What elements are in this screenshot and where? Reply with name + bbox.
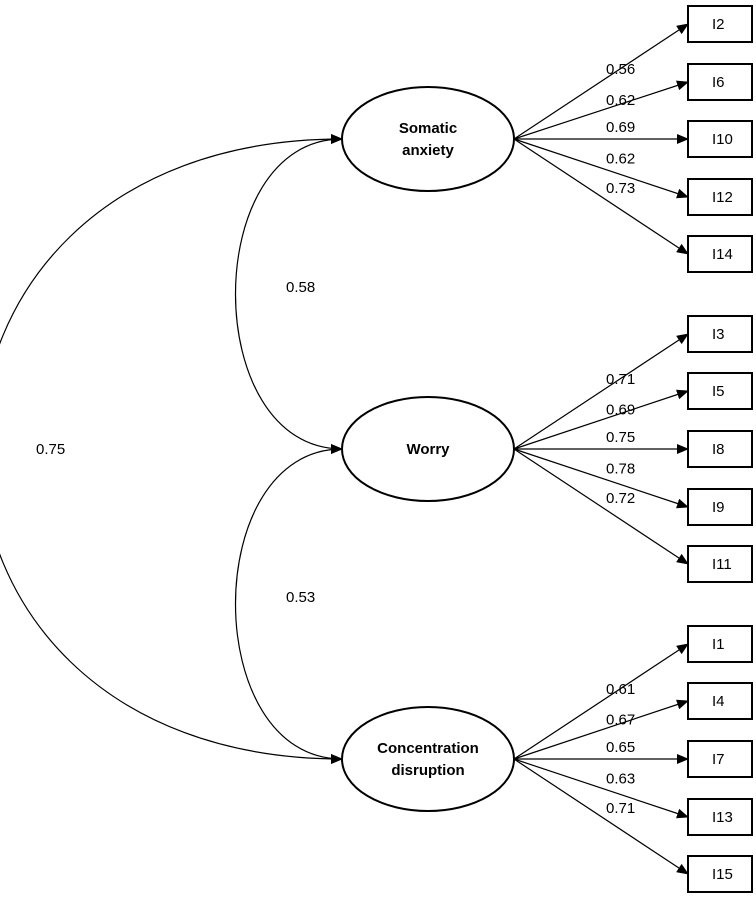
correlation-value-somatic-concentration: 0.75	[36, 441, 65, 458]
item-box-I8	[687, 430, 753, 468]
item-label-I11: I11	[712, 556, 732, 573]
factor-label-concentration: disruption	[391, 762, 464, 779]
loading-arrow-I4	[513, 699, 689, 760]
loading-arrow-I6	[513, 80, 689, 140]
factor-label-somatic: Somatic	[399, 120, 457, 137]
item-box-I13	[687, 798, 753, 836]
loading-value-I13: 0.63	[606, 771, 635, 788]
item-label-I10: I10	[712, 131, 733, 148]
factor-label-worry: Worry	[406, 441, 450, 458]
item-label-I12: I12	[712, 189, 733, 206]
item-label-I13: I13	[712, 809, 733, 826]
item-box-I1	[687, 625, 753, 663]
item-box-I2	[687, 5, 753, 43]
correlation-value-somatic-worry: 0.58	[286, 279, 315, 296]
loading-arrow-I13	[513, 758, 689, 819]
loading-value-I11: 0.72	[606, 490, 635, 507]
loading-value-I15: 0.71	[606, 800, 635, 817]
loading-value-I12: 0.62	[606, 151, 635, 168]
loading-value-I8: 0.75	[606, 429, 635, 446]
correlation-somatic-concentration	[0, 134, 343, 764]
item-box-I4	[687, 682, 753, 720]
item-label-I4: I4	[712, 693, 725, 710]
loading-arrow-I9	[513, 448, 689, 509]
loading-arrow-I11	[513, 448, 689, 565]
factor-label-somatic: anxiety	[402, 142, 454, 159]
factor-somatic	[341, 86, 515, 192]
item-label-I6: I6	[712, 74, 725, 91]
loading-value-I10: 0.69	[606, 119, 635, 136]
item-label-I9: I9	[712, 499, 725, 516]
loading-value-I4: 0.67	[606, 711, 635, 728]
item-label-I5: I5	[712, 383, 725, 400]
factor-worry	[341, 396, 515, 502]
correlation-value-worry-concentration: 0.53	[286, 589, 315, 606]
loading-value-I7: 0.65	[606, 739, 635, 756]
loading-arrow-I12	[513, 138, 689, 199]
item-box-I5	[687, 372, 753, 410]
loading-arrow-I5	[513, 389, 689, 450]
item-label-I3: I3	[712, 326, 725, 343]
factor-concentration	[341, 706, 515, 812]
loading-value-I3: 0.71	[606, 371, 635, 388]
item-label-I1: I1	[712, 636, 725, 653]
item-box-I10	[687, 120, 753, 158]
factor-label-concentration: Concentration	[377, 740, 479, 757]
item-box-I12	[687, 178, 753, 216]
item-label-I14: I14	[712, 246, 733, 263]
loading-arrow-I2	[513, 23, 689, 140]
loading-value-I1: 0.61	[606, 681, 635, 698]
item-box-I6	[687, 63, 753, 101]
correlation-worry-concentration	[235, 444, 343, 764]
item-label-I15: I15	[712, 866, 733, 883]
loading-value-I9: 0.78	[606, 461, 635, 478]
loading-value-I5: 0.69	[606, 401, 635, 418]
item-box-I9	[687, 488, 753, 526]
loading-value-I14: 0.73	[606, 180, 635, 197]
item-box-I14	[687, 235, 753, 273]
loading-arrow-I3	[513, 333, 689, 450]
item-label-I2: I2	[712, 16, 725, 33]
correlation-somatic-worry	[235, 134, 343, 454]
loading-value-I2: 0.56	[606, 61, 635, 78]
loading-arrow-I15	[513, 758, 689, 875]
loading-arrow-I14	[513, 138, 689, 255]
item-box-I11	[687, 545, 753, 583]
item-box-I3	[687, 315, 753, 353]
item-label-I8: I8	[712, 441, 725, 458]
item-label-I7: I7	[712, 751, 725, 768]
loading-value-I6: 0.62	[606, 92, 635, 109]
item-box-I15	[687, 855, 753, 893]
loading-arrow-I1	[513, 643, 689, 760]
item-box-I7	[687, 740, 753, 778]
